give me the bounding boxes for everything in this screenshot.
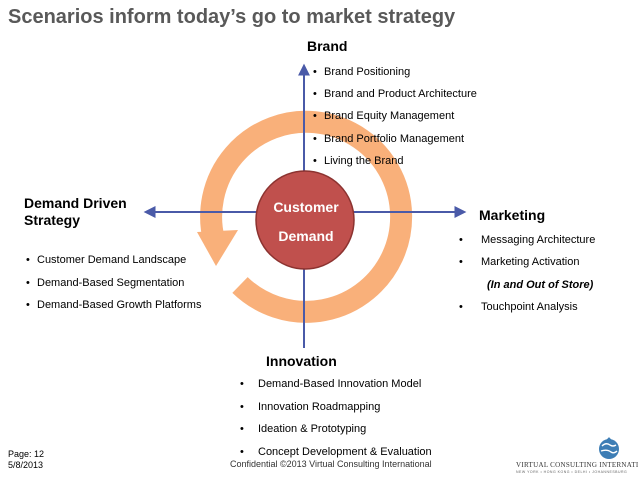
bullet: • xyxy=(26,299,30,311)
page-title: Scenarios inform today’s go to market st… xyxy=(8,6,456,28)
bullet: • xyxy=(459,256,463,269)
page-footer-info: Page: 12 5/8/2013 xyxy=(8,449,44,471)
bullet: • xyxy=(313,88,317,101)
bullet: • xyxy=(313,110,317,123)
list-item: •Brand Positioning xyxy=(313,66,411,78)
company-logo-cities: NEW YORK • HONG KONG • DELHI • JOHANNESB… xyxy=(516,470,628,474)
bullet: • xyxy=(26,276,30,289)
list-item: •Touchpoint Analysis xyxy=(459,300,578,313)
list-item: •Living the Brand xyxy=(313,154,404,167)
bullet: • xyxy=(313,154,317,167)
innovation-heading: Innovation xyxy=(266,353,337,369)
list-item: •Messaging Architecture xyxy=(459,234,596,246)
bullet: • xyxy=(26,254,30,266)
bullet: • xyxy=(240,445,244,458)
center-label: Customer Demand xyxy=(256,193,356,251)
brand-heading: Brand xyxy=(307,38,348,54)
bullet: • xyxy=(240,423,244,435)
globe-icon xyxy=(599,437,619,459)
bullet: • xyxy=(313,66,317,78)
bullet: • xyxy=(240,400,244,413)
demand-driven-heading: Demand Driven Strategy xyxy=(24,195,127,228)
bullet: • xyxy=(459,234,463,246)
marketing-heading: Marketing xyxy=(479,207,546,223)
bullet: • xyxy=(459,300,463,313)
customer-demand-circle xyxy=(255,170,355,270)
list-item: •Demand-Based Growth Platforms xyxy=(26,299,202,311)
demand-driven-list: •Customer Demand Landscape •Demand-Based… xyxy=(26,253,201,321)
list-item: •Brand and Product Architecture xyxy=(313,88,477,101)
list-item: •Concept Development & Evaluation xyxy=(240,445,432,458)
list-item: •Ideation & Prototyping xyxy=(240,423,367,435)
list-item: •Marketing Activation xyxy=(459,256,580,269)
list-item: •Customer Demand Landscape xyxy=(26,254,187,266)
bullet: • xyxy=(313,132,317,145)
center-label-line1: Customer xyxy=(273,199,339,215)
list-item: •Brand Portfolio Management xyxy=(313,132,465,145)
brand-list: •Brand Positioning •Brand and Product Ar… xyxy=(313,65,477,176)
confidential-notice: Confidential ©2013 Virtual Consulting In… xyxy=(230,459,432,469)
cycle-arrow-head xyxy=(197,230,238,266)
list-item: •Innovation Roadmapping xyxy=(240,400,381,413)
list-item: •Brand Equity Management xyxy=(313,110,455,123)
slide-date: 5/8/2013 xyxy=(8,460,44,470)
cycle-arrow-ring xyxy=(200,110,413,323)
innovation-list: •Demand-Based Innovation Model •Innovati… xyxy=(240,377,432,467)
list-item: (In and Out of Store) xyxy=(487,278,594,291)
center-label-line2: Demand xyxy=(278,228,334,244)
company-logo-name: VIRTUAL CONSULTING INTERNATIONAL xyxy=(516,461,638,469)
bullet: • xyxy=(240,378,244,390)
page-number: Page: 12 xyxy=(8,449,45,459)
marketing-list: •Messaging Architecture •Marketing Activ… xyxy=(459,233,595,322)
list-item: •Demand-Based Segmentation xyxy=(26,276,185,289)
list-item: •Demand-Based Innovation Model xyxy=(240,378,422,390)
